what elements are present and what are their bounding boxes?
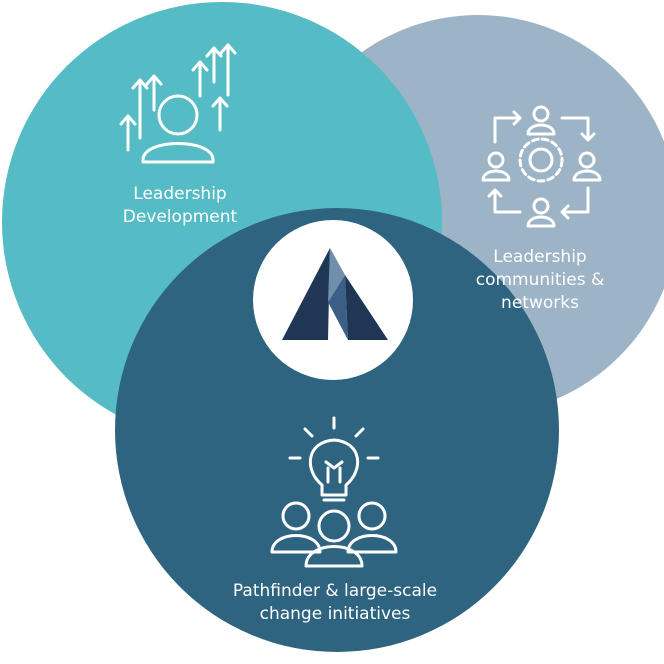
label-line: Leadership (133, 184, 227, 204)
label-line: change initiatives (259, 604, 411, 624)
label-leadership-development: Leadership Development (90, 183, 270, 229)
person-with-up-arrows-icon (119, 43, 237, 164)
label-line: Development (122, 207, 238, 227)
label-line: Leadership (493, 247, 587, 267)
label-line: networks (501, 293, 579, 313)
label-leadership-communities: Leadership communities & networks (445, 246, 635, 315)
label-line: communities & (475, 270, 605, 290)
triangle-logo-icon (282, 248, 388, 340)
circle-pathfinder (115, 208, 559, 652)
label-pathfinder: Pathfinder & large-scale change initiati… (200, 580, 470, 626)
people-around-gear-cycle-icon (481, 105, 602, 228)
label-line: Pathfinder & large-scale (232, 581, 438, 601)
lightbulb-over-group-icon (270, 416, 398, 568)
